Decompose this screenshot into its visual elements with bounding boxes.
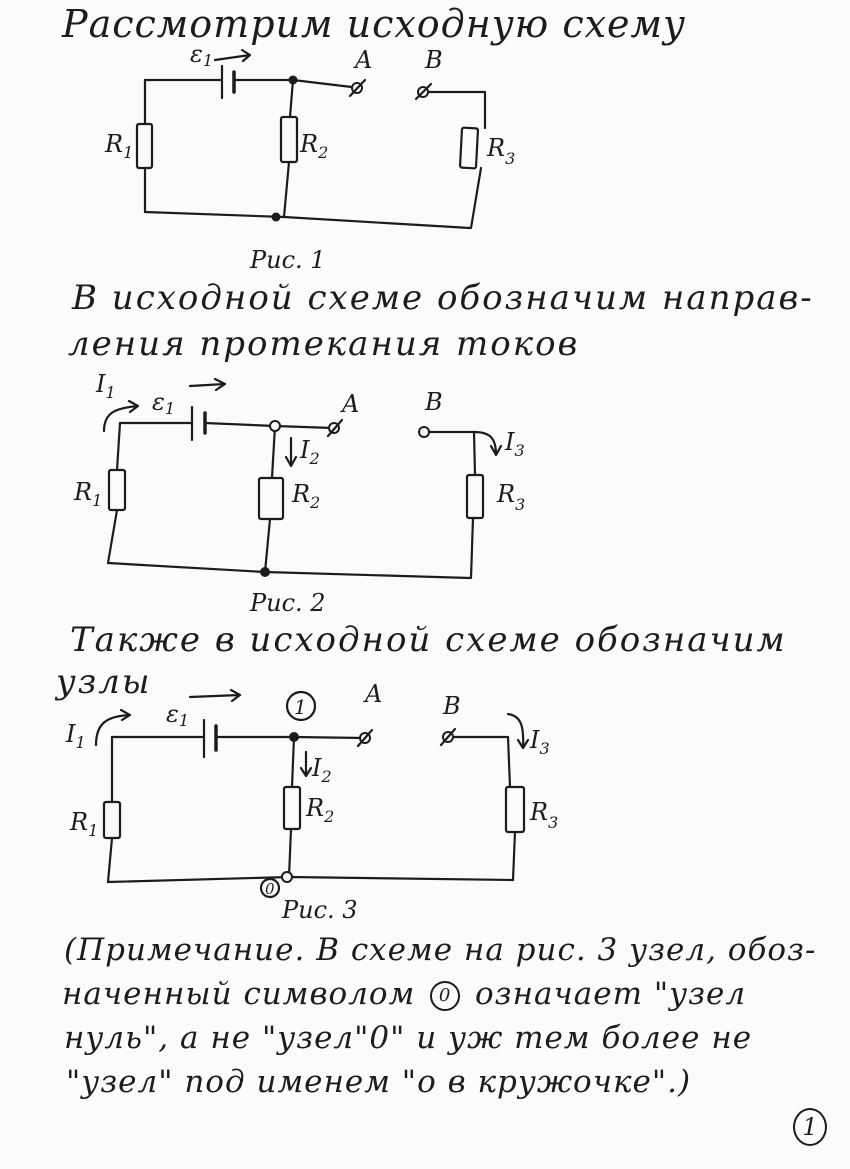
label-r3: R3 bbox=[486, 134, 515, 168]
figure-3-caption: Рис. 3 bbox=[281, 896, 358, 924]
label-i3: I3 bbox=[504, 428, 525, 460]
wire-right bbox=[511, 830, 517, 882]
label-r1: R1 bbox=[69, 808, 98, 840]
circuit-figure-2: I1 ε1 A B I2 I3 R1 R2 R3 Рис. 2 bbox=[73, 370, 525, 617]
emf-arrow bbox=[188, 377, 227, 392]
paragraph-2-line-2: узлы bbox=[56, 662, 152, 702]
current-arrow-i3 bbox=[506, 712, 530, 750]
emf-arrow bbox=[213, 48, 252, 63]
node-1-label: 1 bbox=[294, 695, 307, 719]
label-r1: R1 bbox=[104, 130, 133, 162]
resistor-r2 bbox=[257, 476, 285, 521]
current-arrow-i1 bbox=[94, 708, 132, 747]
note-line-3: нуль", а не "узел"0" и уж тем более не bbox=[64, 1020, 753, 1056]
wire-right bbox=[469, 166, 483, 230]
node-top bbox=[269, 420, 281, 432]
node-top bbox=[288, 75, 298, 85]
label-r3: R3 bbox=[496, 480, 525, 514]
emf-arrow bbox=[188, 688, 242, 703]
label-r2: R2 bbox=[291, 480, 320, 512]
node-top bbox=[289, 732, 299, 742]
resistor-r2 bbox=[279, 115, 299, 164]
terminal-b bbox=[418, 426, 430, 438]
note-line-2: наченный символом 0 означает "узел bbox=[62, 976, 746, 1012]
wire-mid bbox=[263, 424, 277, 574]
wire-right-top bbox=[418, 90, 487, 130]
note-line-2-end: означает "узел bbox=[475, 976, 747, 1012]
label-r2: R2 bbox=[299, 130, 328, 162]
wire-left bbox=[106, 735, 114, 884]
wire-bottom bbox=[143, 210, 472, 230]
resistor-r3 bbox=[465, 473, 485, 520]
resistor-r1 bbox=[102, 800, 122, 840]
wire-left bbox=[106, 421, 122, 565]
current-arrow-i2 bbox=[284, 436, 298, 468]
node-bottom bbox=[260, 567, 270, 577]
wire-mid bbox=[287, 735, 296, 879]
label-emf: ε1 bbox=[166, 700, 189, 730]
paragraph-1-line-1: В исходной схеме обозначим направ- bbox=[72, 278, 814, 318]
resistor-r2 bbox=[282, 785, 302, 831]
label-i2: I2 bbox=[311, 754, 332, 786]
node-1-marker bbox=[285, 690, 317, 722]
node-bottom bbox=[281, 871, 293, 883]
resistor-r1 bbox=[135, 122, 154, 170]
label-b: B bbox=[424, 388, 443, 416]
label-emf: ε1 bbox=[152, 388, 175, 418]
resistor-r3 bbox=[458, 126, 480, 170]
figure-2-caption: Рис. 2 bbox=[249, 589, 326, 617]
label-r3: R3 bbox=[529, 798, 558, 832]
current-arrow-i1 bbox=[102, 399, 140, 433]
label-emf: ε1 bbox=[190, 40, 213, 70]
label-i1: I1 bbox=[65, 720, 86, 752]
wire-mid bbox=[282, 78, 295, 219]
label-a: A bbox=[340, 390, 359, 418]
circuit-figure-3: 1 0 I1 ε1 A B I2 I3 R1 R2 R3 Рис. 3 bbox=[65, 680, 558, 924]
wire-right-top bbox=[445, 735, 512, 789]
current-arrow-i2 bbox=[299, 750, 313, 778]
label-r2: R2 bbox=[305, 794, 334, 826]
paragraph-1-line-2: ления протекания токов bbox=[68, 324, 580, 364]
node-0-label: 0 bbox=[265, 880, 275, 898]
circuit-figure-1: ε1 A B R1 R2 R3 Рис. 1 bbox=[104, 40, 515, 274]
label-a: A bbox=[353, 46, 372, 74]
label-i3: I3 bbox=[529, 726, 550, 758]
label-r1: R1 bbox=[73, 478, 102, 510]
figure-1-caption: Рис. 1 bbox=[249, 246, 326, 274]
node-0-marker bbox=[259, 877, 281, 899]
label-i1: I1 bbox=[95, 370, 116, 402]
label-b: B bbox=[442, 692, 461, 720]
label-b: B bbox=[424, 46, 443, 74]
wire-bottom bbox=[106, 875, 515, 884]
note-line-2-start: наченный символом bbox=[62, 976, 416, 1012]
note-line-1: (Примечание. В схеме на рис. 3 узел, обо… bbox=[64, 932, 817, 968]
node-bottom bbox=[271, 212, 281, 222]
paragraph-2-line-1: Также в исходной схеме обозначим bbox=[70, 620, 787, 660]
page-number: 1 bbox=[793, 1108, 827, 1146]
label-i2: I2 bbox=[299, 436, 320, 468]
node-zero-symbol: 0 bbox=[430, 980, 461, 1011]
note-line-4: "узел" под именем "о в кружочке".) bbox=[66, 1064, 692, 1100]
label-a: A bbox=[363, 680, 382, 708]
resistor-r1 bbox=[107, 468, 127, 512]
resistor-r3 bbox=[504, 785, 526, 834]
current-arrow-i3 bbox=[472, 430, 503, 457]
wire-right bbox=[469, 516, 475, 580]
heading: Рассмотрим исходную схему bbox=[62, 2, 687, 46]
